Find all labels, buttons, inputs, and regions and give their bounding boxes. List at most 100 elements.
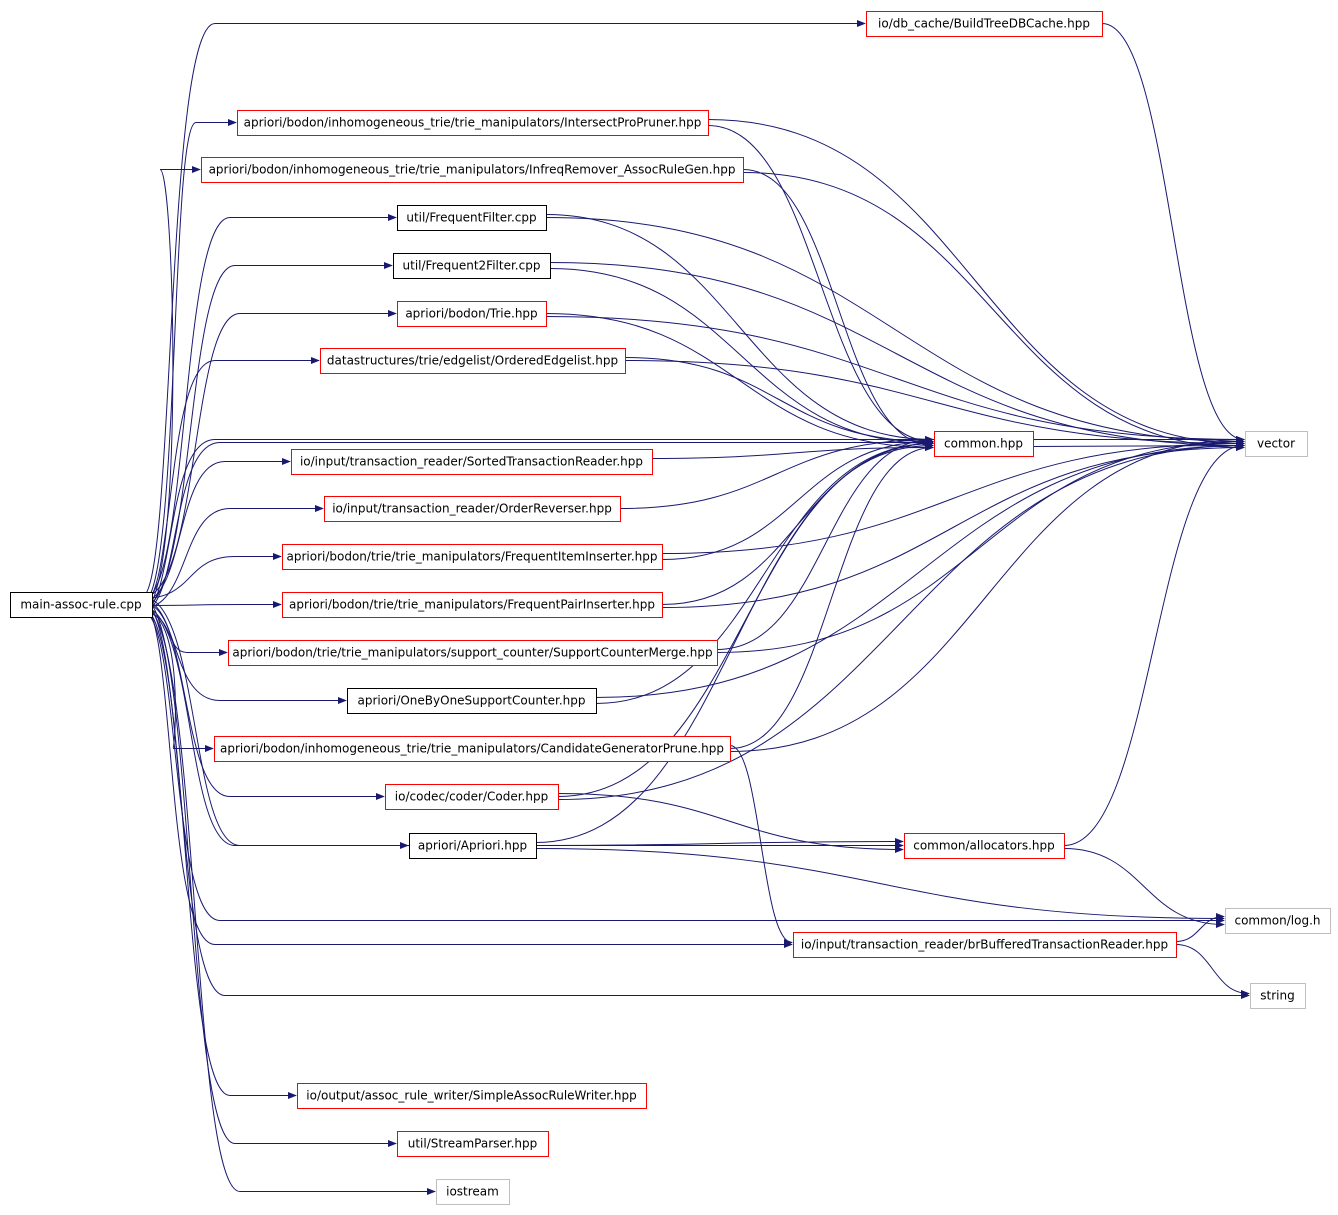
node-box-iostream: [436, 1179, 510, 1205]
node-label-string: string: [1260, 989, 1294, 1003]
node-label-aprioricls: apriori/Apriori.hpp: [418, 839, 527, 853]
node-label-sorted: io/input/transaction_reader/SortedTransa…: [300, 455, 643, 469]
node-box-simple: [297, 1083, 647, 1109]
edge-buildtree-to-vector: [1101, 23, 1245, 444]
edge-common-to-vector: [1032, 441, 1245, 450]
node-label-common: common.hpp: [944, 437, 1023, 451]
node-iostream: iostream: [436, 1179, 510, 1205]
node-label-fpi: apriori/bodon/trie/trie_manipulators/Fre…: [289, 598, 655, 612]
node-label-alloc: common/allocators.hpp: [913, 839, 1055, 853]
node-label-obo: apriori/OneByOneSupportCounter.hpp: [357, 694, 585, 708]
node-box-obo: [347, 688, 597, 714]
node-coder[interactable]: io/codec/coder/Coder.hpp: [385, 784, 559, 810]
node-trie[interactable]: apriori/bodon/Trie.hpp: [397, 301, 547, 327]
node-box-infreq: [201, 157, 744, 183]
nodes-layer: main-assoc-rule.cpp io/db_cache/BuildTree…: [10, 11, 1331, 1205]
node-label-main: main-assoc-rule.cpp: [20, 598, 141, 612]
node-ordedge[interactable]: datastructures/trie/edgelist/OrderedEdge…: [320, 348, 626, 374]
node-box-fpi: [282, 592, 663, 618]
node-main[interactable]: main-assoc-rule.cpp: [10, 592, 153, 618]
node-intersect[interactable]: apriori/bodon/inhomogeneous_trie/trie_ma…: [237, 110, 709, 136]
node-box-cgp: [214, 736, 731, 762]
node-logh: common/log.h: [1225, 908, 1331, 934]
edge-main-to-intersect: [141, 118, 237, 604]
node-infreq[interactable]: apriori/bodon/inhomogeneous_trie/trie_ma…: [201, 157, 744, 183]
node-fpi[interactable]: apriori/bodon/trie/trie_manipulators/Fre…: [282, 592, 663, 618]
node-string: string: [1250, 983, 1306, 1009]
node-label-intersect: apriori/bodon/inhomogeneous_trie/trie_ma…: [244, 116, 702, 130]
node-alloc[interactable]: common/allocators.hpp: [904, 833, 1065, 859]
node-box-ffilter: [397, 205, 547, 231]
node-simple[interactable]: io/output/assoc_rule_writer/SimpleAssocR…: [297, 1083, 647, 1109]
edge-obo-to-vector: [595, 441, 1245, 698]
node-common[interactable]: common.hpp: [934, 431, 1034, 457]
edge-main-to-ordedge: [141, 356, 320, 605]
edge-brbuf-to-string: [1175, 944, 1250, 998]
node-brbuf[interactable]: io/input/transaction_reader/brBufferedTr…: [793, 932, 1177, 958]
edge-coder-to-vector: [557, 441, 1245, 800]
edge-main-to-scm: [141, 612, 228, 657]
node-label-buildtree: io/db_cache/BuildTreeDBCache.hpp: [878, 17, 1090, 31]
node-ffilter[interactable]: util/FrequentFilter.cpp: [397, 205, 547, 231]
node-stream[interactable]: util/StreamParser.hpp: [397, 1131, 549, 1157]
node-label-stream: util/StreamParser.hpp: [408, 1137, 538, 1151]
edge-main-to-aprioricls: [141, 606, 409, 850]
node-label-brbuf: io/input/transaction_reader/brBufferedTr…: [801, 938, 1168, 952]
edge-main-to-fii: [141, 552, 282, 599]
edge-main-to-obo: [141, 602, 347, 705]
node-box-ordedge: [320, 348, 626, 374]
node-box-main: [10, 592, 153, 618]
node-label-trie: apriori/bodon/Trie.hpp: [405, 307, 537, 321]
node-fii[interactable]: apriori/bodon/trie/trie_manipulators/Fre…: [282, 544, 663, 570]
node-label-coder: io/codec/coder/Coder.hpp: [395, 790, 548, 804]
edge-ordedge-to-common: [624, 357, 934, 446]
node-box-aprioricls: [409, 833, 537, 859]
node-box-trie: [397, 301, 547, 327]
edge-main-to-common: [141, 438, 934, 612]
node-box-intersect: [237, 110, 709, 136]
node-box-orderrev: [324, 496, 621, 522]
node-buildtree[interactable]: io/db_cache/BuildTreeDBCache.hpp: [866, 11, 1103, 37]
node-scm[interactable]: apriori/bodon/trie/trie_manipulators/sup…: [228, 640, 718, 666]
edge-infreq-to-common: [742, 169, 934, 450]
node-label-logh: common/log.h: [1234, 914, 1320, 928]
edge-obo-to-common: [595, 439, 934, 704]
edge-main-to-cgp: [141, 609, 214, 753]
node-box-coder: [385, 784, 559, 810]
node-obo[interactable]: apriori/OneByOneSupportCounter.hpp: [347, 688, 597, 714]
edge-intersect-to-vector: [707, 119, 1245, 448]
node-label-iostream: iostream: [446, 1185, 499, 1199]
edge-f2filter-to-vector: [549, 262, 1245, 450]
edge-fii-to-common: [661, 437, 934, 560]
edge-trie-to-common: [545, 313, 934, 452]
edge-trie-to-vector: [545, 316, 1245, 444]
node-box-string: [1250, 983, 1306, 1009]
edge-aprioricls-to-logh: [535, 848, 1225, 923]
node-label-f2filter: util/Frequent2Filter.cpp: [403, 259, 541, 273]
edge-ffilter-to-common: [545, 214, 934, 444]
node-label-orderrev: io/input/transaction_reader/OrderReverse…: [332, 502, 612, 516]
node-box-buildtree: [866, 11, 1103, 37]
edge-alloc-to-logh: [1063, 848, 1225, 929]
edge-main-to-orderrev: [141, 504, 324, 609]
node-box-brbuf: [793, 932, 1177, 958]
edge-main-to-ffilter: [141, 213, 397, 601]
edge-infreq-to-vector: [742, 172, 1245, 452]
node-aprioricls[interactable]: apriori/Apriori.hpp: [409, 833, 537, 859]
node-box-sorted: [291, 449, 653, 475]
edge-sorted-to-common: [651, 443, 934, 459]
edge-main-to-alloc: [141, 596, 904, 850]
node-cgp[interactable]: apriori/bodon/inhomogeneous_trie/trie_ma…: [214, 736, 731, 762]
edge-cgp-to-vector: [729, 435, 1245, 752]
node-f2filter[interactable]: util/Frequent2Filter.cpp: [393, 253, 551, 279]
node-sorted[interactable]: io/input/transaction_reader/SortedTransa…: [291, 449, 653, 475]
node-label-fii: apriori/bodon/trie/trie_manipulators/Fre…: [287, 550, 658, 564]
edge-main-to-buildtree: [141, 19, 866, 597]
edge-main-to-iostream: [141, 604, 436, 1196]
edge-aprioricls-to-alloc: [535, 837, 904, 846]
edge-main-to-logh: [141, 610, 1225, 925]
edge-main-to-fpi: [141, 600, 282, 609]
edge-scm-to-vector: [716, 437, 1245, 653]
edge-brbuf-to-logh: [1175, 912, 1225, 942]
node-orderrev[interactable]: io/input/transaction_reader/OrderReverse…: [324, 496, 621, 522]
